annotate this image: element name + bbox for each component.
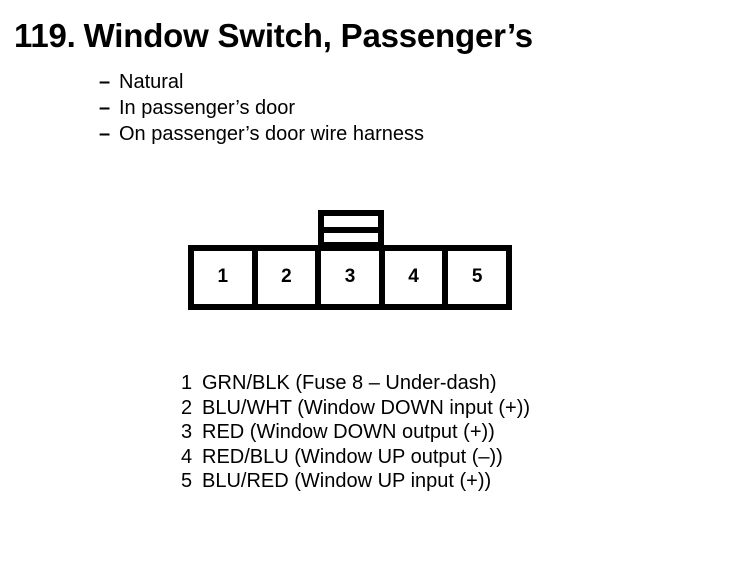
legend-pin-number: 1 [181,372,193,394]
legend-row: 4 RED/BLU (Window UP output (–)) [181,445,530,470]
connector-pin-4: 4 [385,251,449,304]
legend-row: 3 RED (Window DOWN output (+)) [181,420,530,445]
connector-pin-2: 2 [258,251,322,304]
connector-pin-1: 1 [194,251,258,304]
legend-pin-description: BLU/WHT (Window DOWN input (+)) [202,396,531,419]
legend-pin-description: RED/BLU (Window UP output (–)) [202,445,503,468]
pin-number-label: 1 [217,266,229,287]
legend-row: 2 BLU/WHT (Window DOWN input (+)) [181,396,530,421]
connector-shell: 1 2 3 4 5 [188,245,512,310]
legend-pin-number: 2 [181,396,193,419]
dash-bullet-icon: – [99,97,111,119]
connector-pin-5: 5 [448,251,506,304]
connector-diagram: 1 2 3 4 5 [188,210,512,312]
page-title: 119.Window Switch, Passenger’s [14,17,533,55]
legend-row: 1 GRN/BLK (Fuse 8 – Under-dash) [181,371,530,396]
pin-number-label: 3 [344,266,356,287]
dash-bullet-icon: – [99,71,111,93]
pin-number-label: 2 [281,266,292,287]
list-item: –In passenger’s door [99,95,424,121]
legend-pin-description: GRN/BLK (Fuse 8 – Under-dash) [202,372,497,394]
dash-bullet-icon: – [99,123,111,145]
list-item: –Natural [99,69,424,95]
legend-pin-number: 3 [181,421,193,444]
connector-pin-3: 3 [321,251,385,304]
attribute-label: On passenger’s door wire harness [119,123,424,145]
connector-latch-tab-icon [318,210,384,250]
pin-legend: 1 GRN/BLK (Fuse 8 – Under-dash) 2 BLU/WHT … [181,371,530,494]
legend-row: 5 BLU/RED (Window UP input (+)) [181,469,530,494]
list-item: –On passenger’s door wire harness [99,121,424,147]
page-title-number: 119. [14,17,76,54]
legend-pin-number: 5 [181,470,193,493]
legend-pin-number: 4 [181,445,193,468]
pin-number-label: 4 [408,266,419,287]
attribute-label: Natural [119,71,184,93]
legend-pin-description: BLU/RED (Window UP input (+)) [202,470,492,493]
page-title-text: Window Switch, Passenger’s [83,17,533,54]
pin-number-label: 5 [471,266,483,287]
legend-pin-description: RED (Window DOWN output (+)) [202,421,495,444]
attribute-list: –Natural –In passenger’s door –On passen… [99,69,424,147]
latch-rib [324,227,378,233]
attribute-label: In passenger’s door [119,97,296,119]
